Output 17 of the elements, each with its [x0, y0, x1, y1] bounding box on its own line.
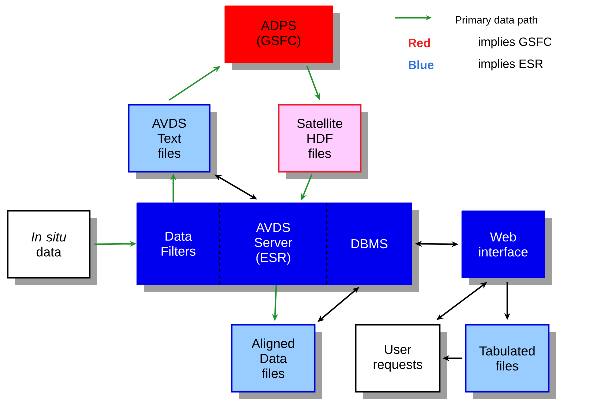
file-box: Tabulated files [465, 324, 556, 399]
interface-box: Web interface [462, 210, 552, 285]
module-label: Data Filters [162, 232, 196, 256]
legend-key: Blue [409, 60, 434, 70]
request-box: User requests [355, 324, 447, 399]
module-label: DBMS [352, 239, 388, 249]
legend-key: Red [409, 38, 430, 48]
input-box: In situ data [7, 210, 97, 285]
legend-text: implies ESR [479, 59, 543, 71]
legend-text: implies GSFC [479, 37, 552, 49]
file-box: AVDS Text files [128, 104, 217, 179]
file-box: Satellite HDF files [278, 104, 368, 179]
file-box: Aligned Data files [231, 324, 322, 399]
legend-text: Primary data path [456, 16, 538, 26]
module-label: AVDS Server (ESR) [254, 223, 292, 265]
process-box: ADPS (GSFC) [224, 6, 340, 70]
server-box [136, 202, 419, 292]
